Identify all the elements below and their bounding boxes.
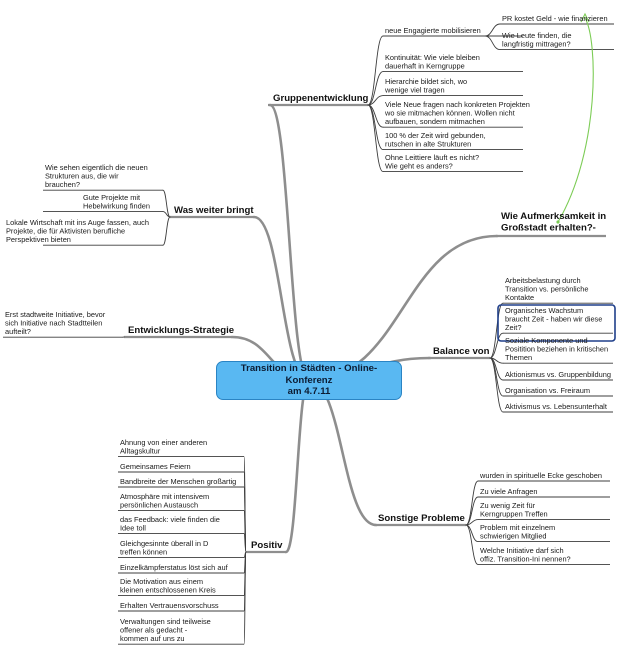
positiv-item-1[interactable]: Gemeinsames Feiern — [120, 462, 191, 471]
gruppenentwicklung-connector-0 — [367, 35, 384, 106]
branch-balance[interactable]: Balance von — [433, 346, 490, 357]
gruppenentwicklung-item-5[interactable]: Ohne Leittiere läuft es nicht?Wie geht e… — [385, 153, 479, 171]
positiv-item-2[interactable]: Bandbreite der Menschen großartig — [120, 477, 236, 486]
relationship-arrow — [557, 17, 594, 223]
branch-was_weiter_bringt[interactable]: Was weiter bringt — [174, 205, 254, 216]
selected-node-highlight — [497, 304, 616, 342]
gruppenentwicklung-item-0[interactable]: neue Engagierte mobilisieren — [385, 26, 481, 35]
gruppenentwicklung-sub-item-0[interactable]: PR kostet Geld - wie finanzieren — [502, 14, 608, 23]
arrow-start-dot — [556, 220, 560, 224]
branch-probleme[interactable]: Sonstige Probleme — [378, 513, 465, 524]
branch-positiv[interactable]: Positiv — [251, 540, 283, 551]
was_weiter_bringt-item-2[interactable]: Lokale Wirtschaft mit ins Auge fassen, a… — [6, 218, 149, 244]
balance-item-4[interactable]: Organisation vs. Freiraum — [505, 386, 590, 395]
probleme-item-0[interactable]: wurden in spirituelle Ecke geschoben — [479, 471, 602, 480]
balance-connector-0 — [489, 302, 504, 359]
balance-item-5[interactable]: Aktivismus vs. Lebensunterhalt — [505, 402, 607, 411]
gruppenentwicklung-connector-4 — [367, 104, 384, 151]
branch-gruppenentwicklung[interactable]: Gruppenentwicklung — [273, 93, 369, 104]
probleme-item-1[interactable]: Zu viele Anfragen — [480, 487, 538, 496]
positiv-item-8[interactable]: Erhalten Vertrauensvorschuss — [120, 601, 219, 610]
gruppenentwicklung-connector-1 — [367, 71, 384, 106]
balance-connector-1 — [489, 332, 504, 359]
balance-connector-4 — [489, 357, 504, 397]
gruppenentwicklung-sub-connector-1 — [484, 35, 501, 51]
gruppenentwicklung-connector-5 — [367, 104, 384, 173]
gruppenentwicklung-sub-connector-0 — [484, 23, 501, 37]
positiv-item-6[interactable]: Einzelkämpferstatus löst sich auf — [120, 563, 229, 572]
balance-connector-5 — [489, 357, 504, 413]
positiv-connector-4 — [243, 533, 247, 553]
decorations — [497, 12, 616, 342]
probleme-connector-0 — [465, 480, 479, 526]
branch-entwicklungs_strategie[interactable]: Entwicklungs-Strategie — [128, 325, 234, 336]
balance-item-3[interactable]: Aktionismus vs. Gruppenbildung — [505, 370, 611, 379]
was_weiter_bringt-connector-2 — [162, 216, 171, 246]
gruppenentwicklung-connector-2 — [367, 95, 384, 106]
branch-line-positiv — [284, 378, 311, 554]
gruppenentwicklung-item-4[interactable]: 100 % der Zeit wird gebunden,rutschen in… — [385, 131, 486, 149]
branch-line-probleme — [307, 378, 378, 527]
was_weiter_bringt-connector-0 — [162, 189, 171, 218]
probleme-connector-4 — [465, 524, 479, 566]
was_weiter_bringt-connector-1 — [162, 211, 171, 218]
probleme-connector-2 — [465, 519, 479, 526]
probleme-connector-1 — [465, 496, 479, 526]
arrow-head-icon — [580, 12, 590, 23]
gruppenentwicklung-item-3[interactable]: Viele Neue fragen nach konkreten Projekt… — [384, 100, 530, 126]
central-topic[interactable]: Transition in Städten - Online-Konferenz… — [216, 361, 402, 400]
positiv-connector-9 — [243, 551, 247, 645]
